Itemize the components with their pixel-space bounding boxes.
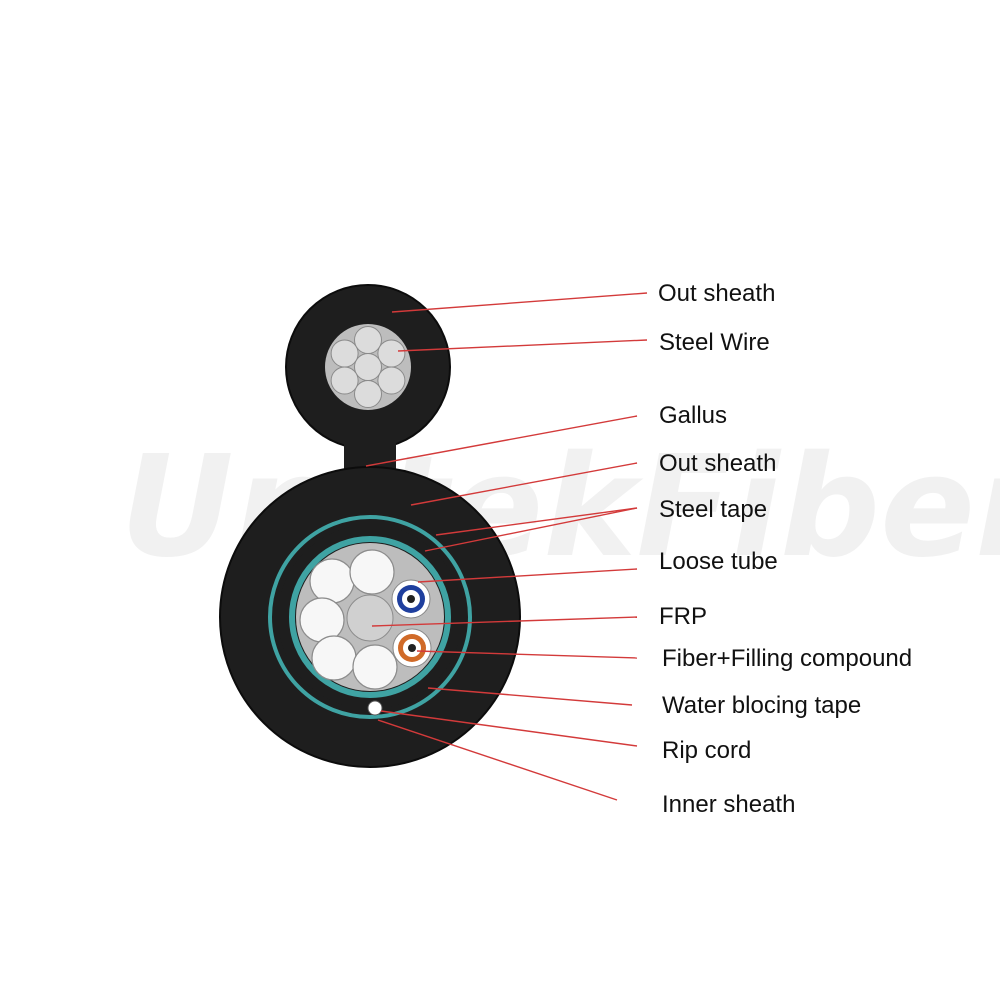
loose-tube-blue [391,579,431,619]
steel-wire-strand [354,353,382,381]
messenger-section [285,284,451,450]
leader-line [435,507,638,536]
label-steel-tape: Steel tape [659,496,767,523]
leader-line [377,719,618,801]
label-out-sheath-bottom: Out sheath [659,450,776,477]
filler-tubes [299,549,398,690]
label-frp: FRP [659,603,707,630]
leader-line [365,415,638,467]
filler-tube [349,549,395,595]
label-out-sheath-top: Out sheath [658,280,775,307]
steel-wire-strand [354,326,382,354]
label-rip-cord: Rip cord [662,737,751,764]
filler-tube [352,644,398,690]
filler-tube [311,635,357,681]
leader-line [371,616,638,627]
leader-lines [365,292,648,801]
label-steel-wire: Steel Wire [659,329,770,356]
water-blocking-tape-ring [289,536,451,698]
leader-line [424,507,638,552]
filler-tube [309,558,355,604]
main-cable-body [219,466,521,768]
steel-wire-strand [377,366,406,395]
leader-line [416,650,638,659]
steel-wire-strand [330,339,359,368]
steel-tape-ring [268,515,472,719]
label-gallus: Gallus [659,402,727,429]
leader-line [410,462,638,506]
leader-line [417,568,638,583]
label-fiber-filling-compound: Fiber+Filling compound [662,645,912,672]
filler-tube [299,597,345,643]
frp-central-member [346,594,394,642]
label-water-blocking-tape: Water blocing tape [662,692,861,719]
steel-wire-strands [330,326,406,408]
label-loose-tube: Loose tube [659,548,778,575]
labels: Out sheath Steel Wire Gallus Out sheath … [658,280,912,818]
leader-line [391,292,648,313]
loose-tube-orange [392,628,432,668]
leader-line [380,710,638,747]
rip-cord-dot [367,700,383,716]
steel-wire-strand [330,366,359,395]
steel-wire-strand [377,339,406,368]
steel-wire-strand [354,380,382,408]
label-inner-sheath: Inner sheath [662,791,795,818]
leader-line [427,687,633,706]
leader-line [397,339,648,352]
